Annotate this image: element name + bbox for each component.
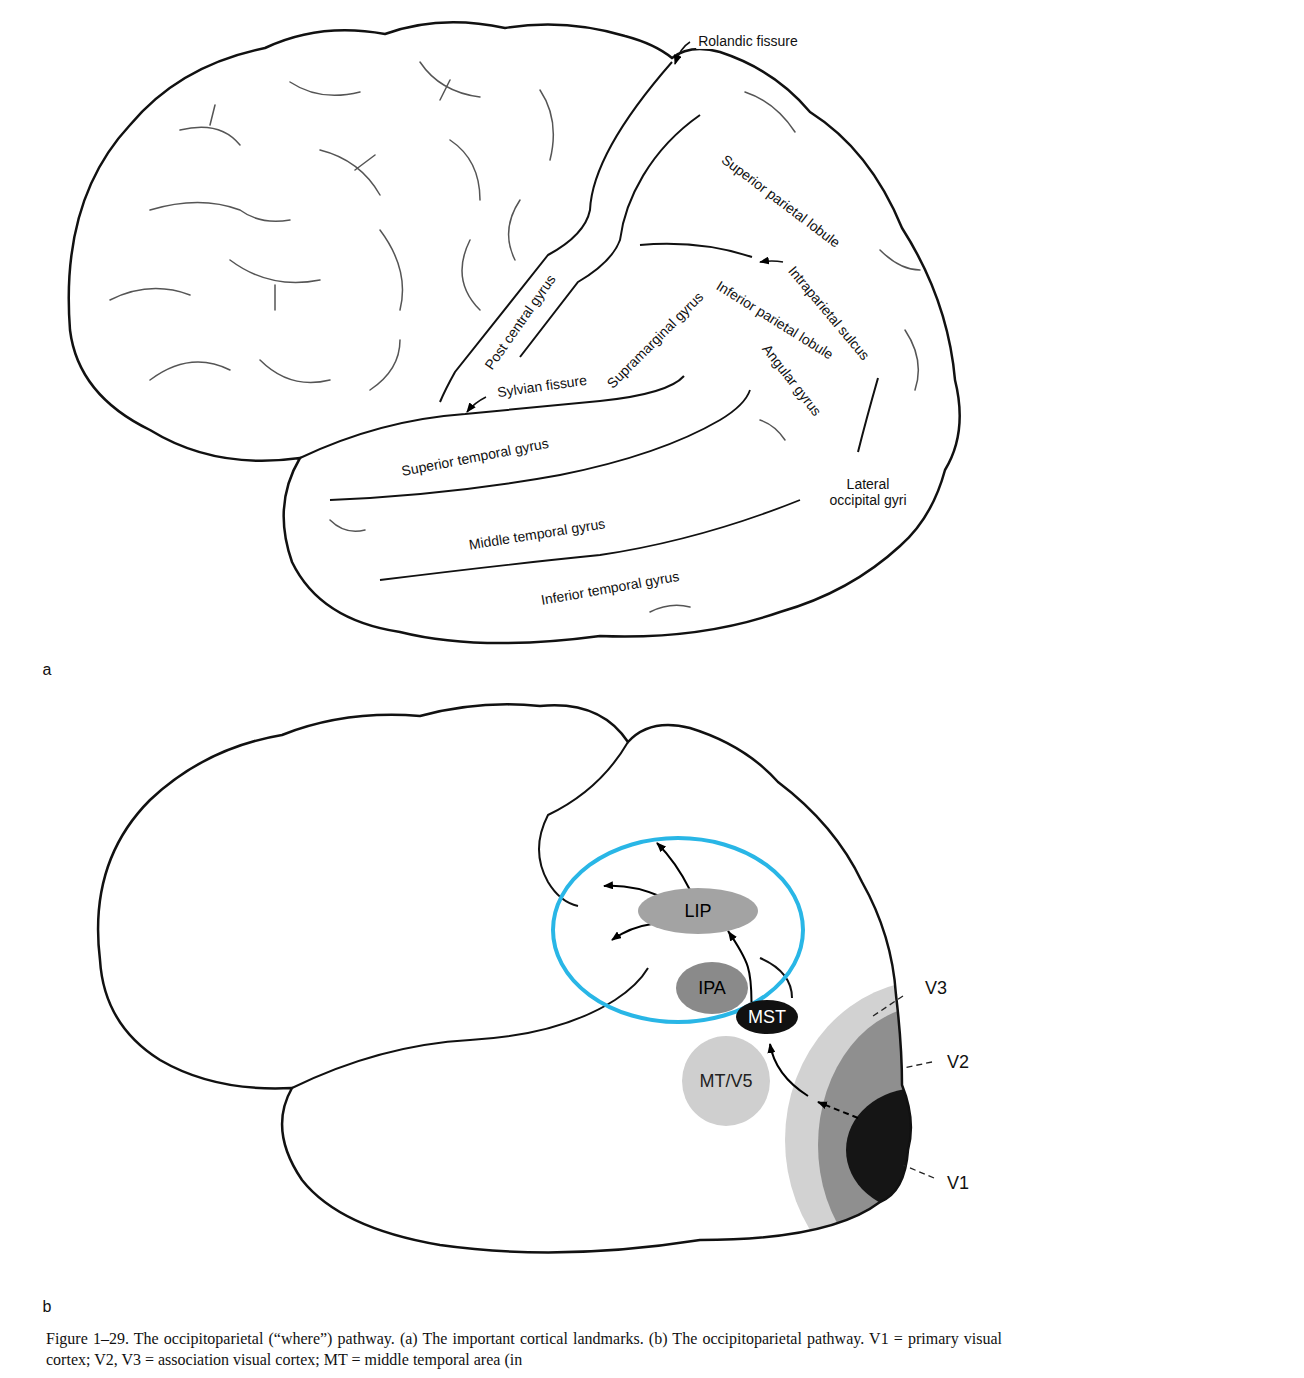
brain-outline [98, 704, 911, 1252]
area-fill [638, 888, 758, 934]
fissure-label: Sylvian fissure [494, 371, 590, 400]
lobule-label: Superior parietal lobule [717, 150, 845, 252]
leader-arrow [467, 397, 486, 412]
panel-letter: a [41, 661, 54, 679]
leader-line [903, 1165, 934, 1178]
area-label: V3 [923, 978, 949, 999]
gyrus-label: Post central gyrus [480, 270, 560, 374]
pathway-arrow [612, 924, 652, 940]
area-label: LIP [684, 901, 711, 922]
area-label: V1 [945, 1173, 971, 1194]
v3-area [785, 980, 1075, 1300]
highlight-ellipse [553, 838, 803, 1022]
intraparietal-sulcus [640, 244, 878, 452]
area-fill [736, 1000, 798, 1034]
sulcus-lines [110, 62, 920, 612]
leader-line [870, 996, 903, 1018]
mst-area: MST [736, 1000, 798, 1034]
fissure-label: Rolandic fissure [696, 33, 800, 49]
area-label: MT/V5 [699, 1071, 752, 1092]
area-label: V2 [945, 1052, 971, 1073]
pathway-arrow [657, 843, 690, 890]
area-label: MST [748, 1007, 786, 1028]
superior-temporal-sulcus [330, 390, 750, 500]
area-fill [676, 962, 748, 1014]
area-fill [682, 1036, 770, 1126]
pathway-arrow [818, 1102, 858, 1118]
lip-area: LIP [638, 888, 758, 934]
area-text-block: LIP [684, 901, 711, 922]
leader-arrow [760, 261, 783, 262]
gyrus-label: Inferior temporal gyrus [538, 568, 683, 609]
gyrus-label: Supramarginal gyrus [602, 287, 708, 393]
gyrus-label: Middle temporal gyrus [466, 515, 609, 553]
brain-outline [69, 22, 960, 643]
gyrus-label: Lateral occipital gyri [818, 476, 918, 508]
area-text-block: IPA [698, 978, 726, 999]
v2-area [818, 1005, 1042, 1285]
inferior-temporal-sulcus [380, 500, 800, 580]
pathway-arrow [770, 1044, 808, 1096]
v1-area [846, 1088, 990, 1212]
sulcus-lines [292, 742, 792, 1088]
gyrus-label: Superior temporal gyrus [398, 434, 552, 479]
leader-line [903, 1062, 932, 1068]
panel-letter: b [41, 1298, 54, 1316]
area-label: IPA [698, 978, 726, 999]
pathway-arrow [604, 886, 662, 897]
area-text-block: MST [748, 1007, 786, 1028]
ipa-area: IPA [676, 962, 748, 1014]
figure-caption: Figure 1–29. The occipitoparietal (“wher… [46, 1328, 1002, 1370]
mt-area: MT/V5 [682, 1036, 770, 1126]
area-text-block: MT/V5 [699, 1071, 752, 1092]
leader-arrow [675, 42, 690, 64]
